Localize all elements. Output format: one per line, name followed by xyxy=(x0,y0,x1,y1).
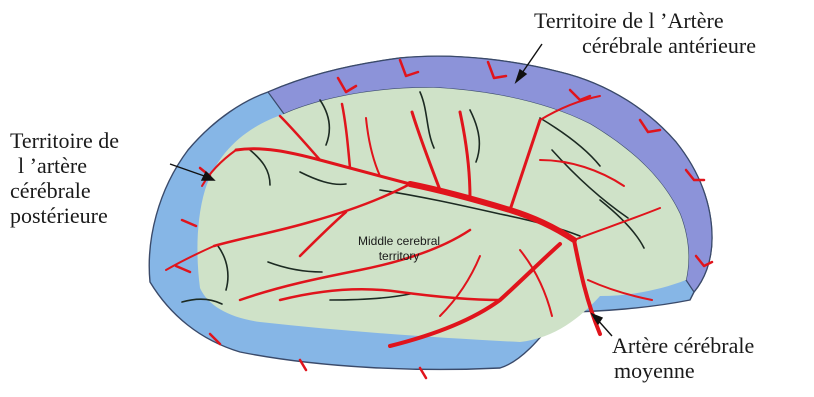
label-middle-territory-line2: territory xyxy=(358,249,440,264)
label-posterior-line1: Territoire de xyxy=(10,128,119,153)
label-posterior-line3: cérébrale xyxy=(10,178,119,203)
label-posterior-line2: l ’artère xyxy=(10,153,119,178)
label-middle-artery-line1: Artère cérébrale xyxy=(612,333,754,358)
label-posterior-line4: postérieure xyxy=(10,203,119,228)
label-middle-artery: Artère cérébrale moyenne xyxy=(612,333,754,383)
label-posterior-territory: Territoire de l ’artère cérébrale postér… xyxy=(10,128,119,228)
label-middle-territory: Middle cerebral territory xyxy=(358,234,440,264)
label-middle-territory-line1: Middle cerebral xyxy=(358,234,440,249)
label-anterior-territory: Territoire de l ’Artère cérébrale antéri… xyxy=(534,8,756,58)
label-anterior-line1: Territoire de l ’Artère xyxy=(534,8,756,33)
label-middle-artery-line2: moyenne xyxy=(612,358,754,383)
label-anterior-line2: cérébrale antérieure xyxy=(534,33,756,58)
